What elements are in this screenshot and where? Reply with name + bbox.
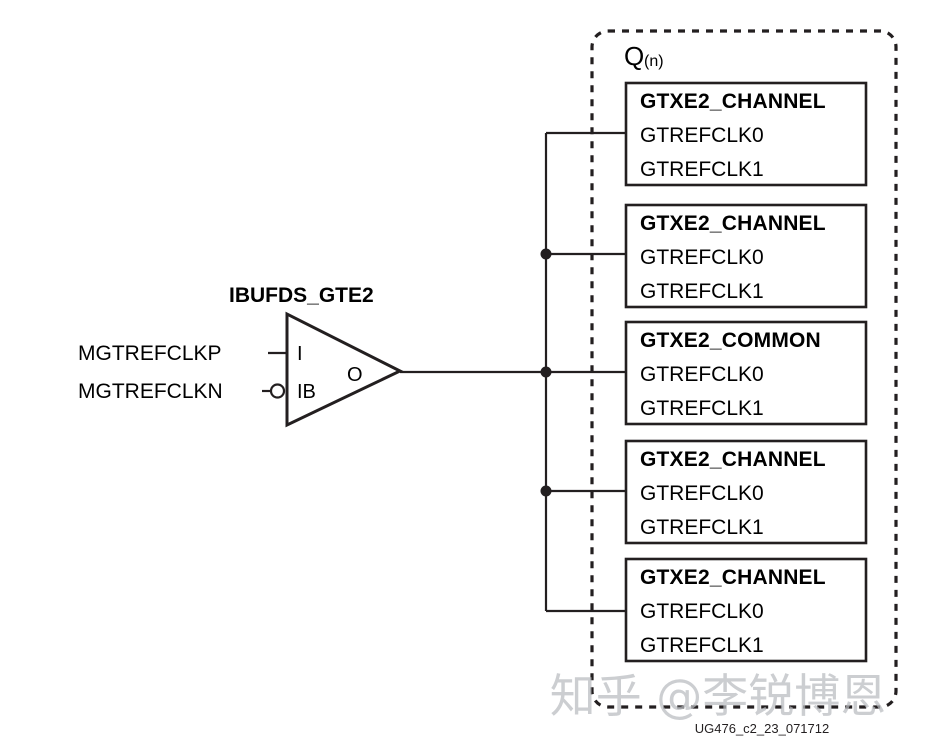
- block-port-gtrefclk1: GTREFCLK1: [640, 158, 764, 181]
- buffer-name-label: IBUFDS_GTE2: [229, 284, 374, 307]
- buffer-pin-i-label: I: [297, 343, 303, 365]
- buffer-pin-ib-label: IB: [297, 381, 316, 403]
- block-title: GTXE2_CHANNEL: [640, 212, 826, 235]
- watermark-text: 知乎 @李锐博恩: [550, 669, 887, 723]
- block-port-gtrefclk0: GTREFCLK0: [640, 124, 764, 147]
- quad-group-label-subscript: (n): [644, 53, 664, 70]
- input-signal-label-p: MGTREFCLKP: [78, 342, 222, 365]
- ibufds-gte2-buffer[interactable]: I IB O: [285, 311, 404, 428]
- block-title: GTXE2_CHANNEL: [640, 90, 826, 113]
- block-outline: [624, 320, 868, 426]
- block-port-gtrefclk1: GTREFCLK1: [640, 634, 764, 657]
- transceiver-block[interactable]: GTXE2_CHANNEL GTREFCLK0 GTREFCLK1: [624, 203, 868, 309]
- transceiver-block[interactable]: GTXE2_CHANNEL GTREFCLK0 GTREFCLK1: [624, 439, 868, 545]
- input-signal-label-n: MGTREFCLKN: [78, 380, 223, 403]
- block-port-gtrefclk0: GTREFCLK0: [640, 482, 764, 505]
- block-port-gtrefclk1: GTREFCLK1: [640, 280, 764, 303]
- block-title: GTXE2_CHANNEL: [640, 448, 826, 471]
- block-port-gtrefclk1: GTREFCLK1: [640, 397, 764, 420]
- block-port-gtrefclk0: GTREFCLK0: [640, 363, 764, 386]
- transceiver-block[interactable]: GTXE2_COMMON GTREFCLK0 GTREFCLK1: [624, 320, 868, 426]
- quad-group-boundary: [590, 29, 898, 709]
- block-outline: [624, 203, 868, 309]
- buffer-triangle: [285, 311, 404, 428]
- junction-dot: [540, 248, 552, 260]
- block-port-gtrefclk0: GTREFCLK0: [640, 600, 764, 623]
- block-title: GTXE2_COMMON: [640, 329, 821, 352]
- transceiver-block[interactable]: GTXE2_CHANNEL GTREFCLK0 GTREFCLK1: [624, 81, 868, 187]
- buffer-pin-o-label: O: [347, 364, 363, 386]
- block-port-gtrefclk0: GTREFCLK0: [640, 246, 764, 269]
- quad-group-label: Q: [624, 41, 644, 71]
- figure-id-label: UG476_c2_23_071712: [695, 721, 829, 736]
- block-port-gtrefclk1: GTREFCLK1: [640, 516, 764, 539]
- block-outline: [624, 557, 868, 663]
- block-outline: [624, 439, 868, 545]
- transceiver-block[interactable]: GTXE2_CHANNEL GTREFCLK0 GTREFCLK1: [624, 557, 868, 663]
- block-title: GTXE2_CHANNEL: [640, 566, 826, 589]
- junction-dot: [540, 485, 552, 497]
- inversion-bubble-icon: [269, 383, 286, 399]
- block-outline: [624, 81, 868, 187]
